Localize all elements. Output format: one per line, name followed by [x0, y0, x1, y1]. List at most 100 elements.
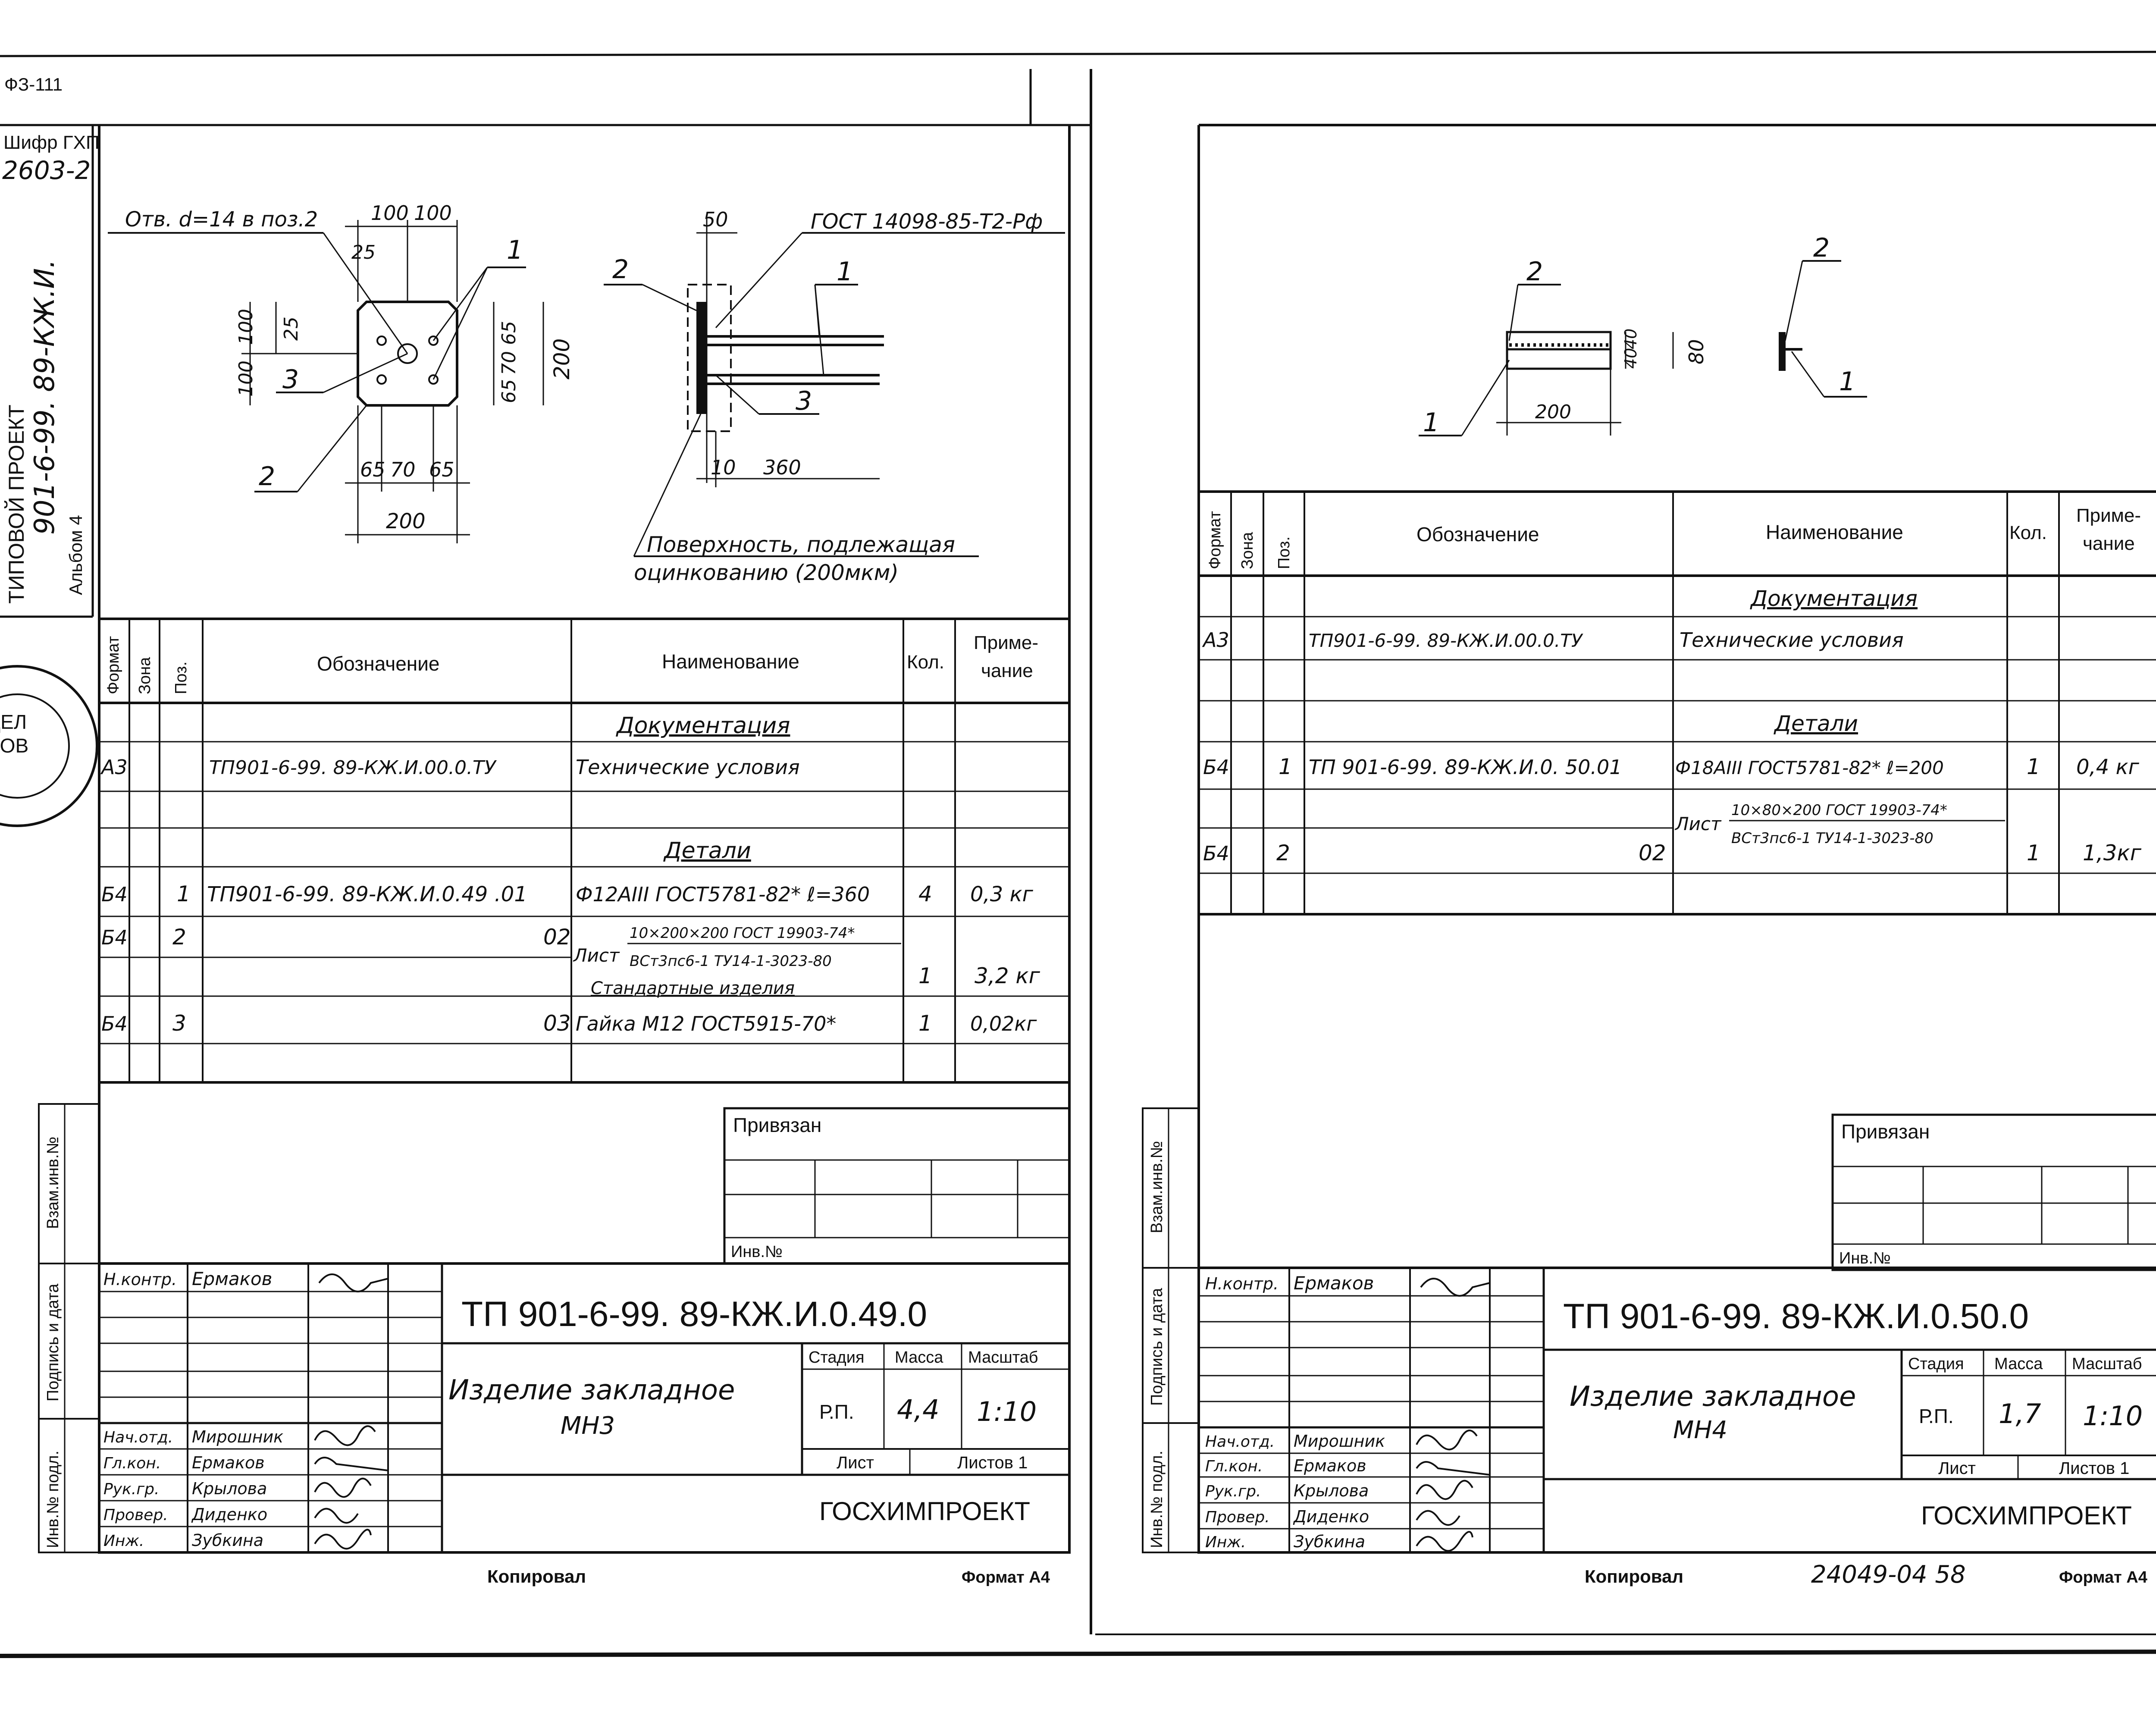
hdr-note-2-right: чание: [2083, 533, 2135, 554]
side-strip-left: Взам.инв.№ Подпись и дата Инв.№ подл.: [38, 1103, 100, 1553]
dim-65d: 65: [429, 458, 454, 481]
r-row1-format: А3: [1202, 628, 1229, 652]
r-role-0: Н.контр.: [1205, 1274, 1279, 1293]
bar-plate-view: 200 40 40 80 2 1 2 1: [1419, 233, 1867, 438]
row6-note: 3,2 кг: [975, 963, 1040, 988]
r-row6-list-top: 10×80×200 ГОСТ 19903-74*: [1731, 802, 1947, 819]
scale-value: 1:10: [977, 1396, 1037, 1427]
dim-100c: 100: [235, 309, 257, 345]
left-sheet: 100 100 25 100 100 25 65 70 65 200 65: [38, 125, 1071, 1586]
side-strip-right: Взам.инв.№ Подпись и дата Инв.№ подл.: [1142, 1107, 1200, 1553]
inv-label-right: Инв.№: [1839, 1249, 1891, 1267]
row4-name: Ф12АIII ГОСТ5781-82* ℓ=360: [576, 883, 870, 906]
label-2b-right: 2: [1813, 233, 1830, 263]
hdr-name: Наименование: [662, 650, 799, 673]
row4-pos: 1: [177, 881, 191, 906]
r-row6-qty: 1: [2027, 840, 2040, 865]
section-standard: Стандартные изделия: [591, 978, 795, 998]
doc-code: ТП 901-6-99. 89-КЖ.И.0.49.0: [461, 1295, 927, 1334]
dim-25a: 25: [351, 241, 376, 263]
project-number: 901-6-99. 89-КЖ.И.: [29, 259, 61, 535]
r-scale-value: 1:10: [2083, 1400, 2143, 1432]
r-mass-label: Масса: [1994, 1355, 2043, 1373]
r-item-name-1: Изделие закладное: [1570, 1381, 1856, 1413]
name-5: Крылова: [192, 1479, 267, 1498]
stage-label: Стадия: [808, 1348, 865, 1367]
hdr-designation-right: Обозначение: [1416, 523, 1539, 546]
hdr-name-right: Наименование: [1766, 521, 1903, 543]
item-name-1: Изделие закладное: [448, 1374, 735, 1406]
r-row4-name: Ф18АIII ГОСТ5781-82* ℓ=200: [1675, 757, 1944, 778]
sheet-label: Лист: [837, 1453, 874, 1472]
mass-value: 4,4: [897, 1394, 940, 1425]
spec-table-right: Формат Зона Поз. Обозначение Наименовани…: [1199, 490, 2156, 916]
r-row6-pos: 2: [1276, 840, 1290, 865]
orig-inv-label-right: Инв.№ подл.: [1148, 1451, 1166, 1548]
r-stage-value: Р.П.: [1919, 1405, 1954, 1427]
r-row4-qty: 1: [2027, 754, 2040, 779]
r-role-3: Нач.отд.: [1205, 1433, 1275, 1451]
r-scale-label: Масштаб: [2072, 1355, 2142, 1373]
mass-label: Масса: [895, 1348, 943, 1367]
plate-plan-view: 100 100 25 100 100 25 65 70 65 200 65: [108, 201, 574, 543]
spec-table-left: Формат Зона Поз. Обозначение Наименовани…: [99, 618, 1069, 1084]
r-item-name-2: МН4: [1673, 1416, 1727, 1444]
hdr-pos-right: Поз.: [1275, 536, 1293, 569]
row6-qty: 1: [918, 963, 932, 988]
label-1a: 1: [507, 235, 523, 265]
hdr-designation: Обозначение: [317, 652, 440, 675]
r-row6-list-prefix: Лист: [1674, 813, 1722, 834]
row7-qty: 1: [918, 1011, 932, 1036]
gost-note: ГОСТ 14098-85-Т2-Рф: [811, 210, 1043, 234]
row7-format: Б4: [101, 1012, 128, 1035]
role-4: Гл.кон.: [103, 1455, 161, 1472]
dim-50: 50: [703, 208, 728, 231]
row7-name: Гайка М12 ГОСТ5915-70*: [576, 1012, 836, 1035]
hdr-format: Формат: [104, 636, 122, 694]
row4-designation: ТП901-6-99. 89-КЖ.И.0.49 .01: [207, 882, 527, 906]
role-0: Н.контр.: [103, 1270, 177, 1289]
r-row1-name: Технические условия: [1680, 628, 1904, 652]
sheets-label: Листов 1: [957, 1453, 1028, 1472]
hdr-zone-right: Зона: [1238, 532, 1257, 569]
project-type: ТИПОВОЙ ПРОЕКТ: [4, 404, 28, 604]
r-row6-designation: 02: [1639, 840, 1666, 865]
row1-designation: ТП901-6-99. 89-КЖ.И.00.0.ТУ: [209, 757, 497, 779]
r-mass-value: 1,7: [1999, 1398, 2041, 1430]
r-name-5: Крылова: [1294, 1481, 1369, 1500]
title-block-right: Н.контр. Ермаков Нач.отд. Мирошник Гл.ко…: [1197, 1267, 2156, 1554]
hdr-note-1-right: Приме-: [2076, 505, 2141, 526]
r-name-7: Зубкина: [1294, 1532, 1365, 1551]
format-label: Формат А4: [962, 1568, 1050, 1586]
hdr-note-1: Приме-: [974, 632, 1038, 653]
replace-inv-label: Взам.инв.№: [44, 1137, 62, 1229]
r-stage-label: Стадия: [1908, 1355, 1964, 1373]
row5-pos: 2: [172, 925, 186, 950]
r-row6-list-bottom: ВСт3пс6-1 ТУ14-1-3023-80: [1731, 830, 1934, 847]
r-doc-code: ТП 901-6-99. 89-КЖ.И.0.50.0: [1563, 1297, 2029, 1336]
inv-label: Инв.№: [731, 1243, 783, 1261]
title-block-left: Н.контр. Ермаков Нач.отд. Мирошник Гл.ко…: [98, 1262, 1071, 1554]
dim-10: 10: [711, 456, 736, 479]
sheet-code: ФЗ-111: [4, 74, 63, 94]
r-sheets-label: Листов 1: [2059, 1459, 2129, 1478]
dim-200: 200: [1535, 401, 1571, 423]
r-org-name: ГОСХИМПРОЕКТ: [1921, 1501, 2132, 1530]
name-0: Ермаков: [192, 1268, 272, 1289]
label-1b-right: 1: [1839, 367, 1855, 397]
hdr-format-right: Формат: [1206, 511, 1224, 569]
label-2a: 2: [259, 461, 275, 492]
sign-date-label-right: Подпись и дата: [1148, 1288, 1166, 1406]
row7-note: 0,02кг: [970, 1012, 1037, 1035]
hdr-qty: Кол.: [907, 652, 944, 673]
dim-65c: 65: [360, 458, 385, 481]
copied-label: Копировал: [487, 1566, 586, 1586]
label-1b: 1: [837, 257, 853, 287]
r-copied-label: Копировал: [1585, 1566, 1683, 1586]
dim-70a: 70: [498, 351, 520, 375]
r-row4-pos: 1: [1279, 754, 1292, 779]
r-format-label: Формат А4: [2059, 1568, 2147, 1586]
row4-qty: 4: [918, 881, 932, 906]
name-4: Ермаков: [192, 1453, 265, 1472]
dim-40a: 40: [1621, 329, 1640, 349]
